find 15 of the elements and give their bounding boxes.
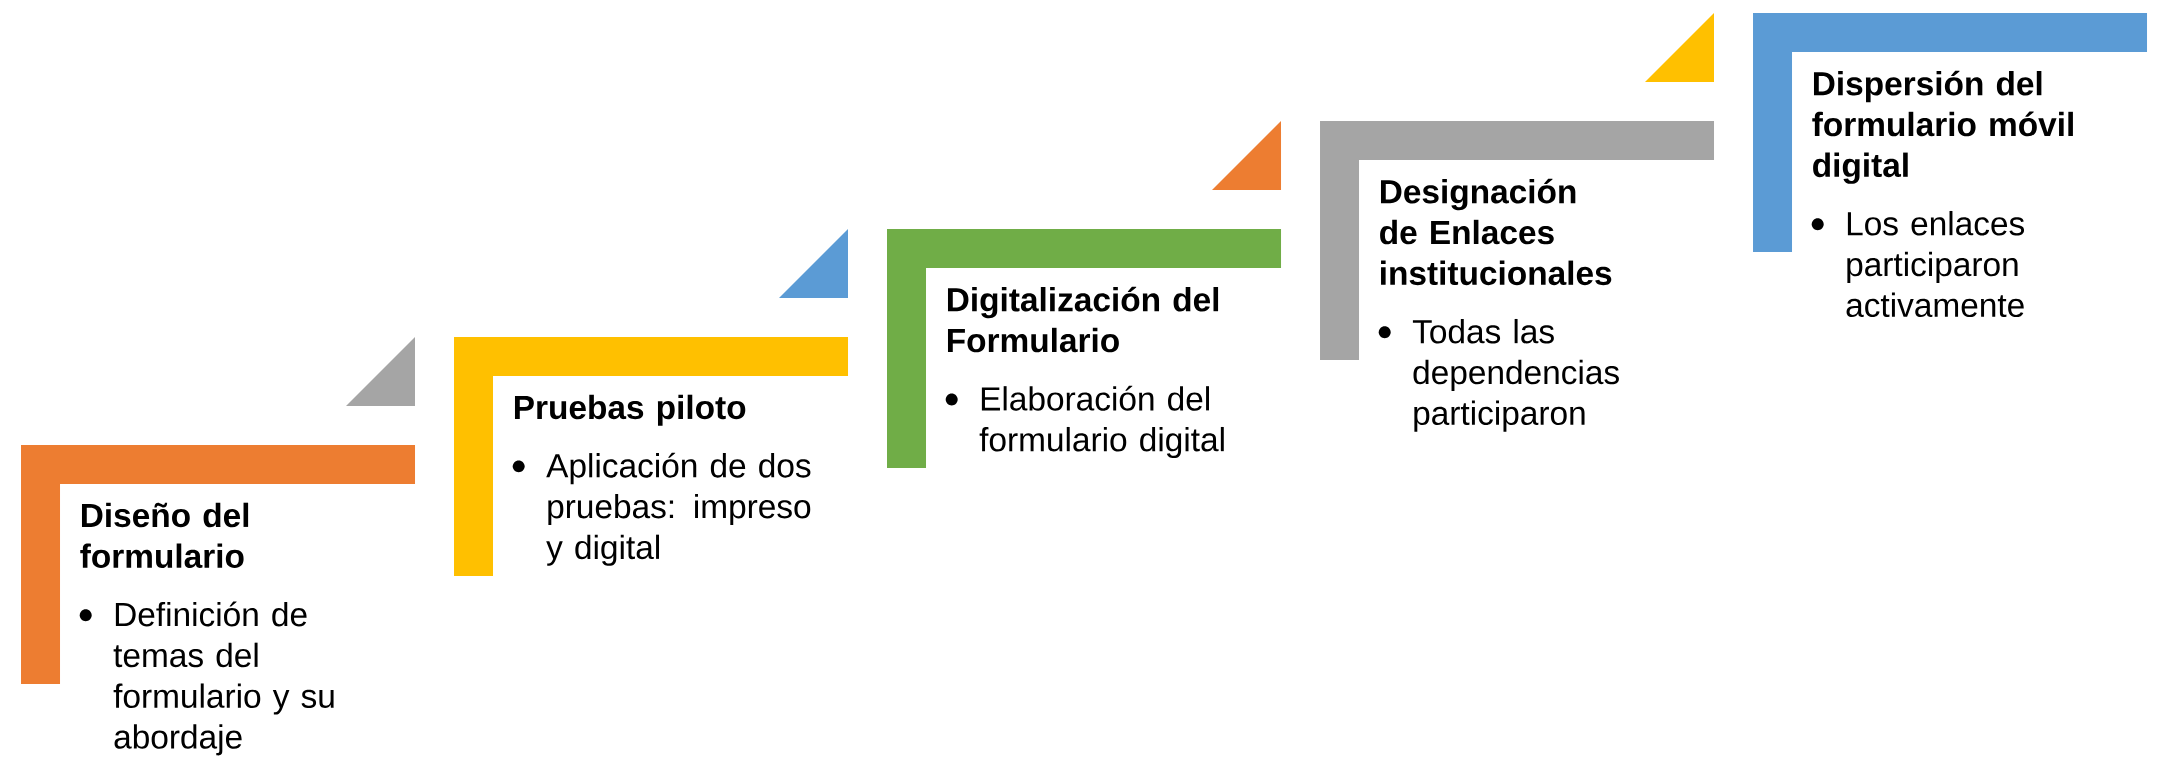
- bullet-text: Elaboración del formulario digital: [979, 385, 1224, 459]
- bullet-text: Definición de temas del formulario y su abordaje: [113, 601, 334, 756]
- step-shape: [21, 445, 415, 684]
- step-heading: Digitalización del Formulario: [948, 286, 1219, 353]
- step-shape: [887, 229, 1281, 468]
- step-heading: Diseño del formulario: [80, 502, 249, 569]
- bullet-text: Todas las dependencias participaron: [1412, 318, 1619, 432]
- bullet-text: Aplicación de dos pruebas: impreso y digital: [546, 452, 811, 566]
- step-heading: Designación de Enlaces institucionales: [1380, 178, 1612, 286]
- step-shape: [1753, 13, 2147, 252]
- step-shape: [1320, 121, 1714, 360]
- step-heading: Dispersión del formulario móvil digital: [1812, 70, 2073, 184]
- step-heading: Pruebas piloto: [515, 394, 746, 426]
- step-shape: [454, 337, 848, 576]
- bullet-text: Los enlaces participaron activamente: [1846, 210, 2025, 318]
